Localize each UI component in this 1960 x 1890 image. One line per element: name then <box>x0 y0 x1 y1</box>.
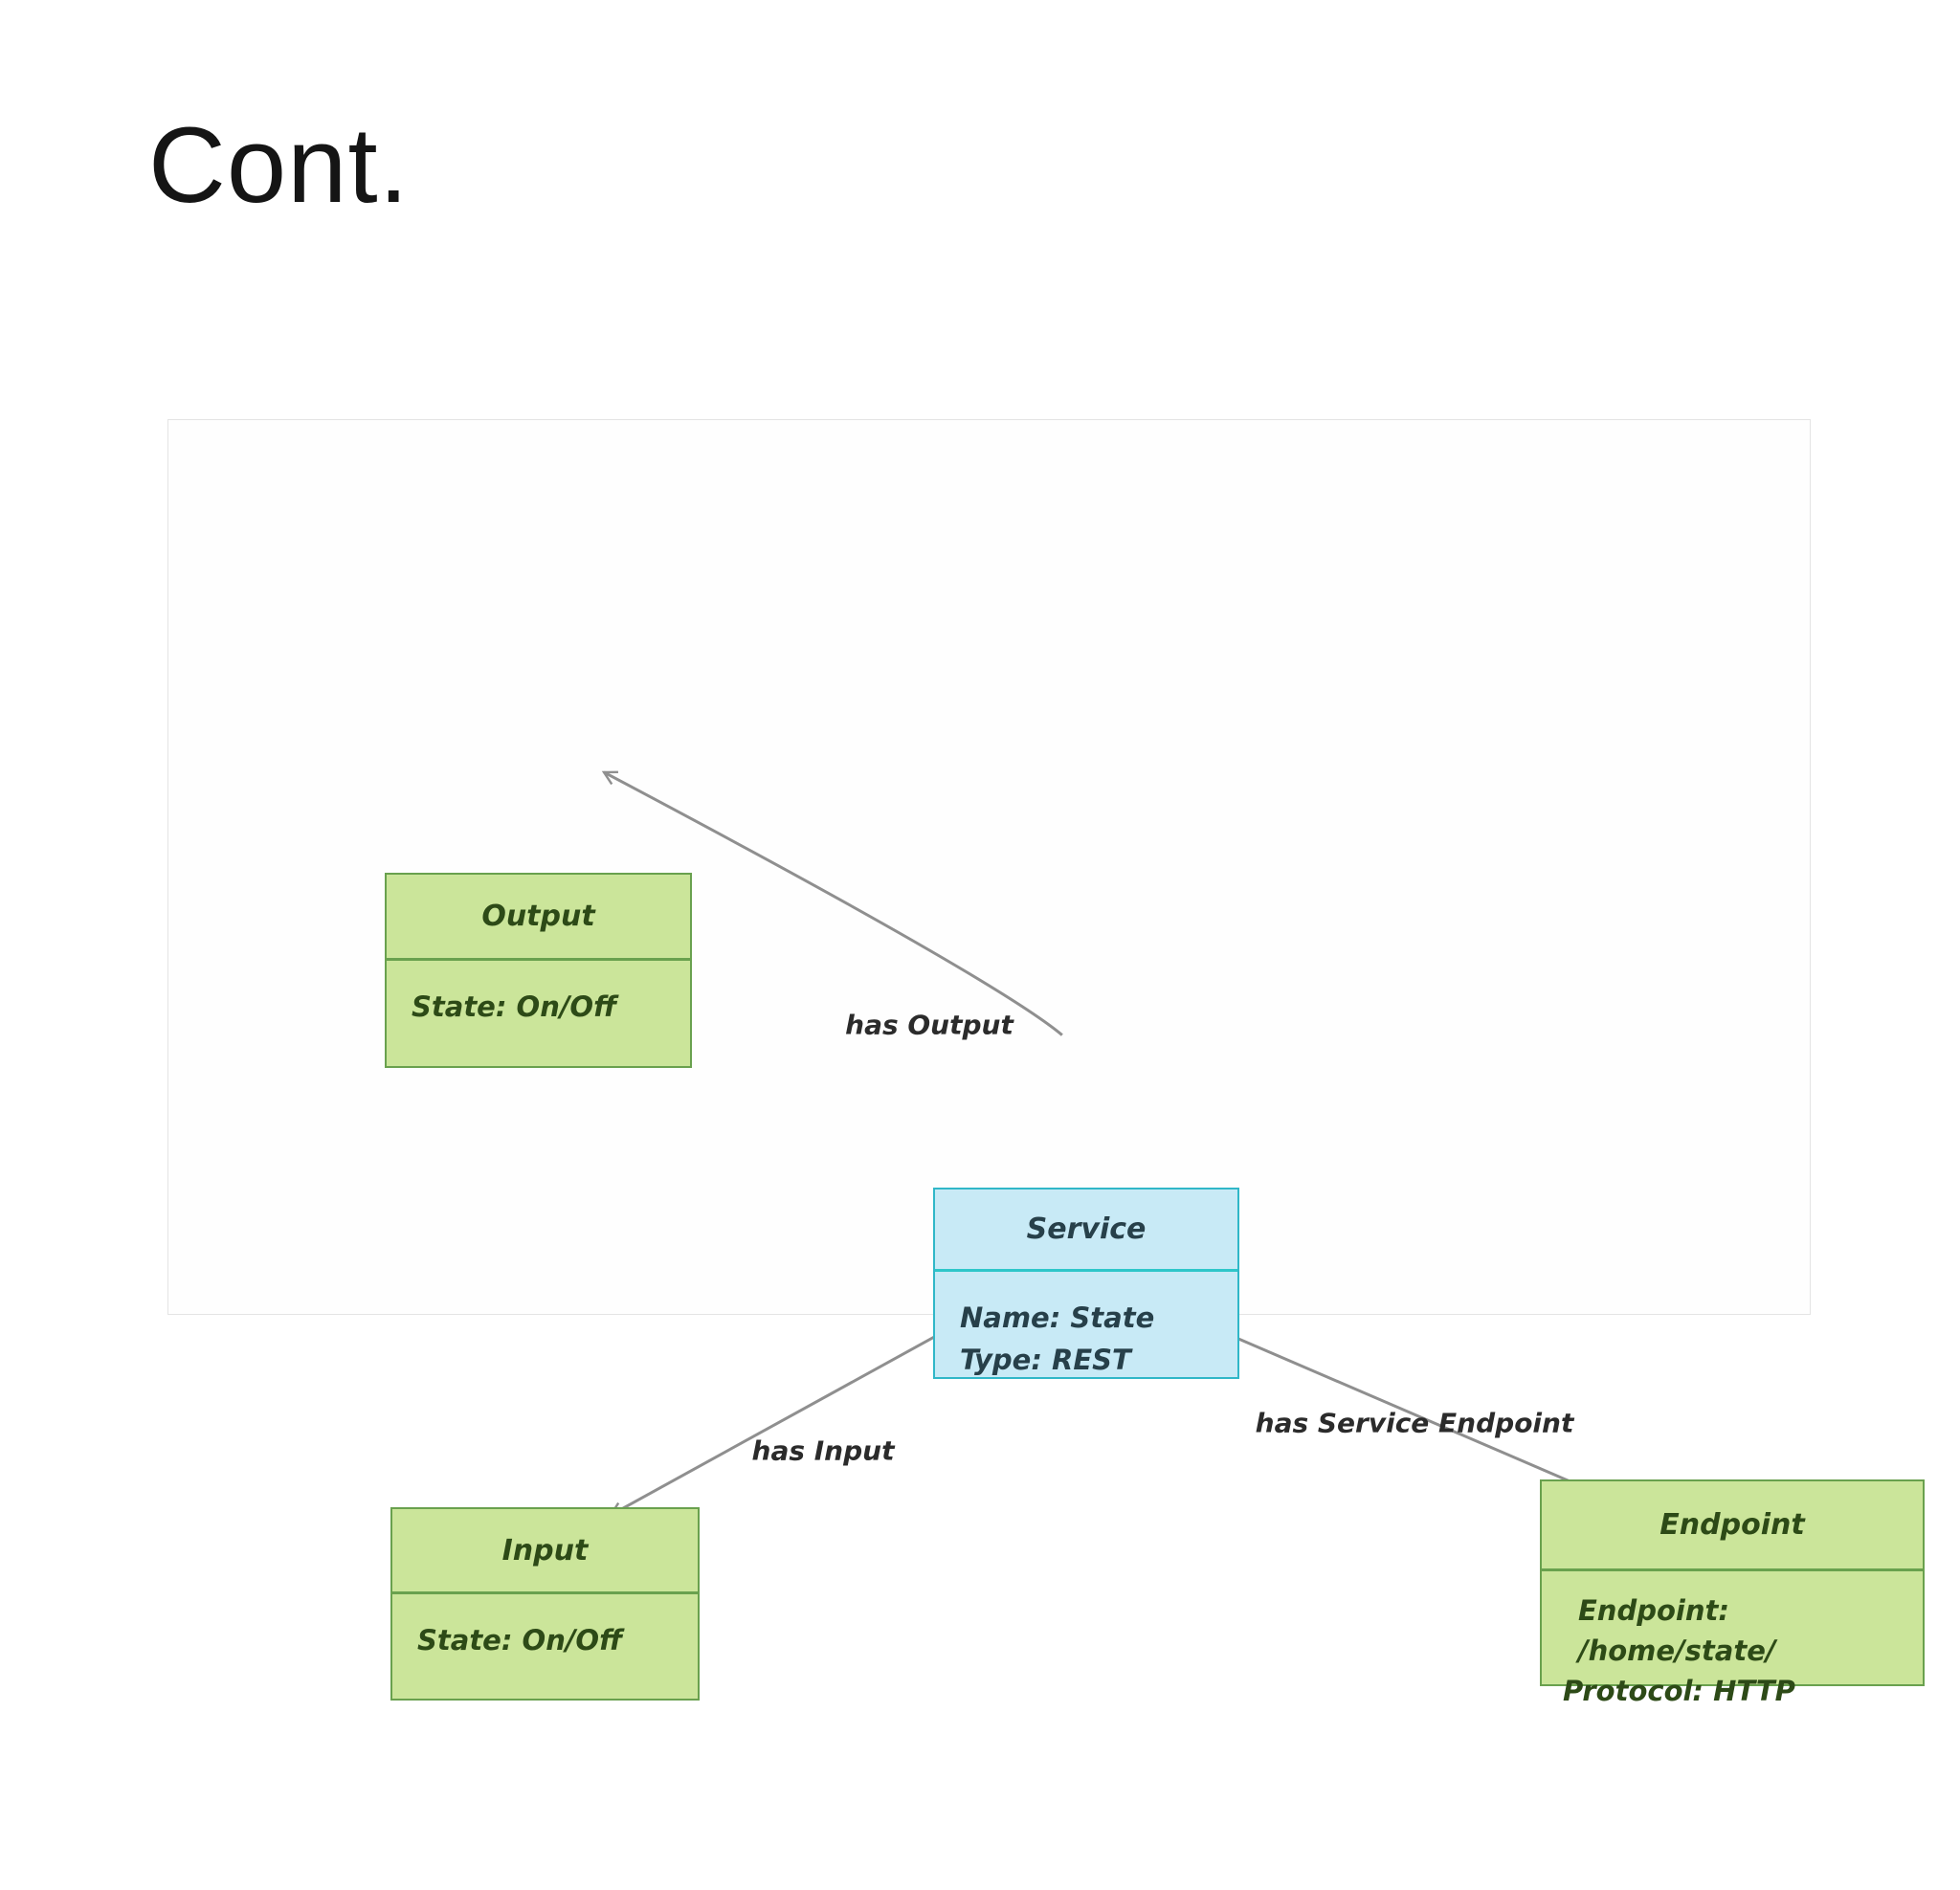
node-input: Input State: On/Off <box>390 1507 700 1701</box>
edge-label-has-service-endpoint: has Service Endpoint <box>1255 1407 1574 1439</box>
edge-label-has-output: has Output <box>845 1009 1013 1041</box>
node-service-title: Service <box>935 1190 1237 1272</box>
node-endpoint-title: Endpoint <box>1542 1481 1923 1571</box>
node-output: Output State: On/Off <box>385 873 692 1068</box>
node-output-attribute: State: On/Off <box>412 990 617 1023</box>
node-output-attributes: State: On/Off <box>387 961 690 1028</box>
diagram-canvas: Output State: On/Off Service Name: State… <box>167 419 1925 1707</box>
node-input-attributes: State: On/Off <box>392 1594 698 1661</box>
edge-has-output <box>601 770 1063 1036</box>
node-endpoint-attribute: Endpoint: /home/state/ <box>1578 1594 1776 1667</box>
node-endpoint-attributes: Endpoint: /home/state/ Protocol: HTTP <box>1542 1571 1923 1711</box>
node-endpoint-attribute: Protocol: HTTP <box>1563 1675 1795 1707</box>
node-input-attribute: State: On/Off <box>417 1624 623 1657</box>
node-service-attributes: Name: State Type: REST <box>935 1272 1237 1381</box>
node-input-title: Input <box>392 1509 698 1594</box>
node-service-attribute: Type: REST <box>960 1344 1131 1376</box>
node-output-title: Output <box>387 875 690 961</box>
node-service: Service Name: State Type: REST <box>933 1188 1239 1379</box>
slide-title: Cont. <box>148 105 410 225</box>
node-service-attribute: Name: State <box>960 1301 1155 1334</box>
edge-label-has-input: has Input <box>751 1434 895 1467</box>
node-endpoint: Endpoint Endpoint: /home/state/ Protocol… <box>1540 1479 1925 1707</box>
